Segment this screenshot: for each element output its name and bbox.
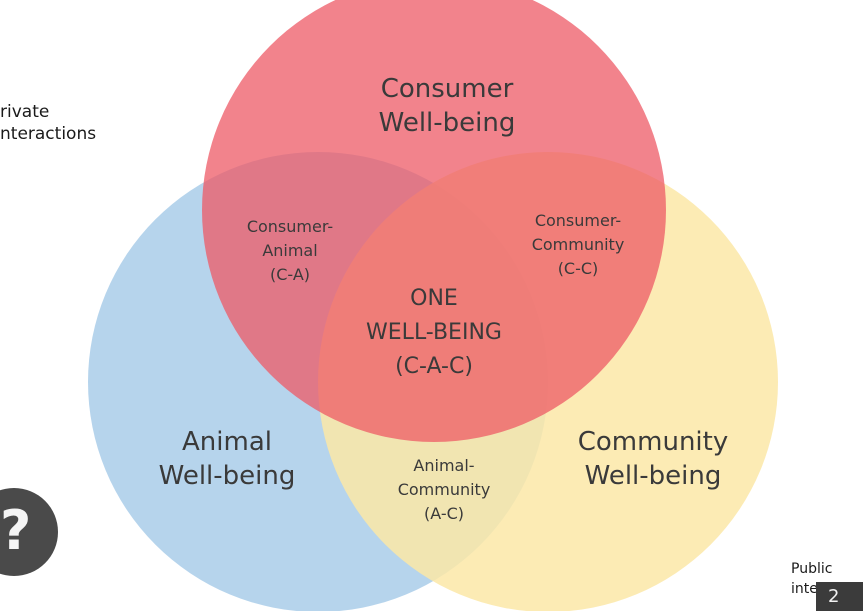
corner-glyph: ? xyxy=(0,502,28,560)
private-interactions-note: rivate nteractions xyxy=(0,102,97,144)
consumer-animal-label-line: Consumer- xyxy=(247,217,333,236)
page-number: 2 xyxy=(816,582,863,611)
consumer-label-line: Well-being xyxy=(379,108,516,138)
animal-label-line: Animal xyxy=(182,427,272,457)
consumer-community-label-line: (C-C) xyxy=(558,259,599,278)
consumer-community-label-line: Community xyxy=(532,235,625,254)
consumer-animal-label-line: (C-A) xyxy=(270,265,310,284)
community-label-line: Community xyxy=(578,427,728,457)
animal-community-label: Animal- Community (A-C) xyxy=(398,456,491,523)
one-well-being-label-line: (C-A-C) xyxy=(395,354,473,379)
animal-community-label-line: Community xyxy=(398,480,491,499)
consumer-animal-label: Consumer- Animal (C-A) xyxy=(247,217,333,284)
community-label-line: Well-being xyxy=(585,461,722,491)
circles xyxy=(88,0,778,611)
consumer-circle xyxy=(202,0,666,442)
consumer-animal-label-line: Animal xyxy=(262,241,317,260)
animal-community-label-line: (A-C) xyxy=(424,504,464,523)
one-well-being-label-line: ONE xyxy=(410,286,458,311)
one-well-being-label-line: WELL-BEING xyxy=(366,320,502,345)
animal-label-line: Well-being xyxy=(159,461,296,491)
one-well-being-label: ONE WELL-BEING (C-A-C) xyxy=(366,286,502,379)
consumer-community-label-line: Consumer- xyxy=(535,211,621,230)
animal-community-label-line: Animal- xyxy=(413,456,474,475)
consumer-label-line: Consumer xyxy=(381,74,514,104)
consumer-community-label: Consumer- Community (C-C) xyxy=(532,211,625,278)
